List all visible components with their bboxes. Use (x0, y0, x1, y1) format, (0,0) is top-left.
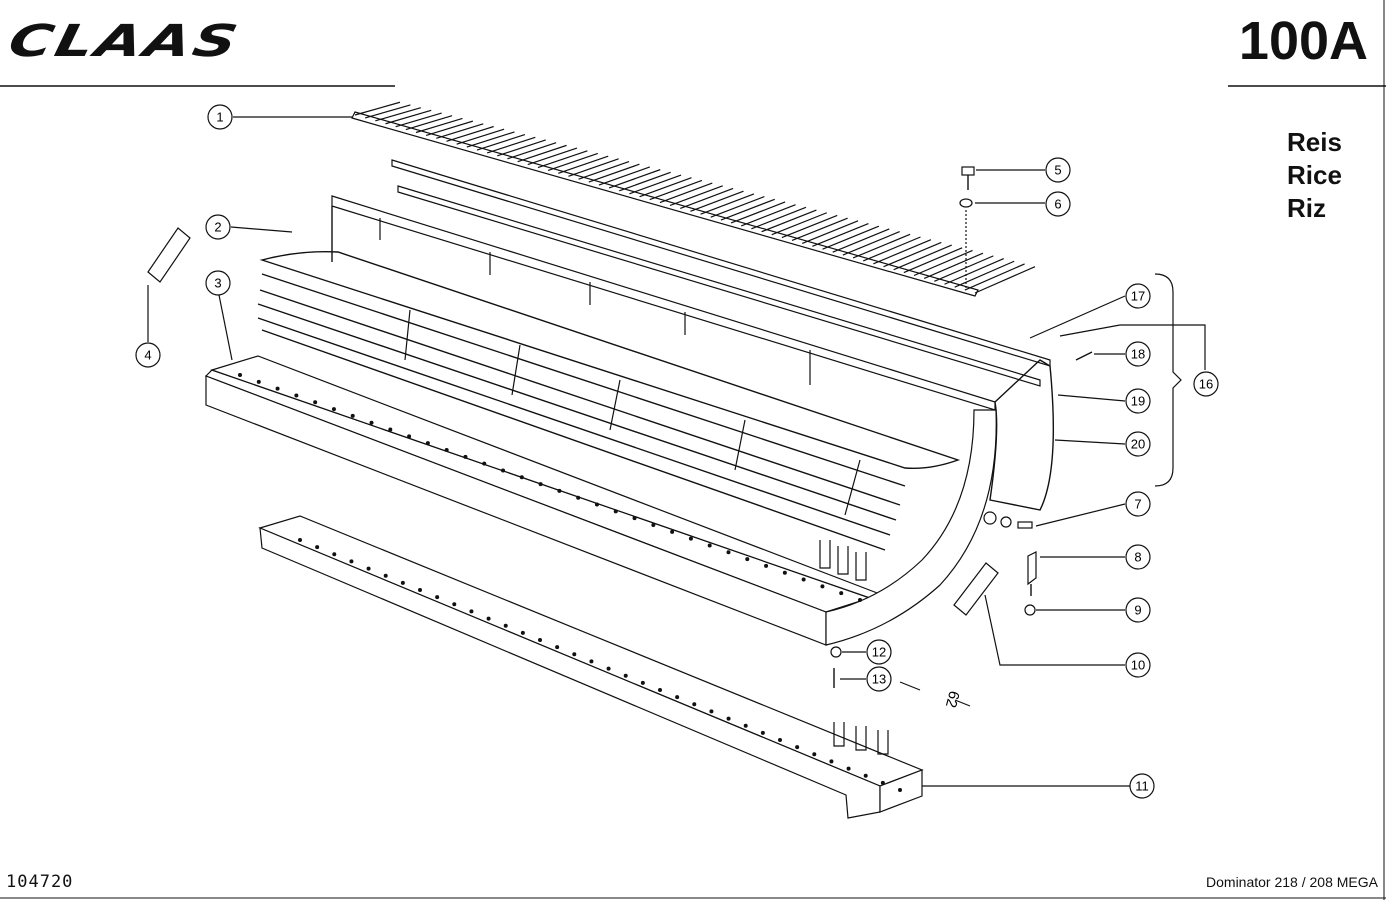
svg-text:17: 17 (1131, 289, 1145, 304)
callout-3: 3 (205, 270, 231, 296)
language-fr: Riz (1287, 193, 1326, 223)
callout-2: 2 (205, 214, 231, 240)
svg-text:10: 10 (1131, 658, 1145, 673)
flat-bars-part (391, 159, 1051, 387)
callout-12: 12 (866, 639, 892, 665)
svg-text:7: 7 (1134, 497, 1141, 512)
page-code: 100A (1238, 11, 1368, 71)
dimension-label: 62 (942, 689, 963, 710)
callout-13: 13 (866, 666, 892, 692)
svg-text:2: 2 (214, 220, 221, 235)
callout-18: 18 (1125, 341, 1151, 367)
language-list: Reis Rice Riz (1287, 126, 1342, 225)
hardware-parts (147, 166, 1093, 707)
lower-rail-part (258, 515, 924, 819)
callout-16: 16 (1193, 371, 1219, 397)
svg-text:11: 11 (1135, 779, 1149, 794)
callout-6: 6 (1045, 191, 1071, 217)
leader-lines (147, 116, 1206, 787)
drawing-number: 104720 (6, 872, 74, 892)
svg-text:1: 1 (216, 110, 223, 125)
callout-5: 5 (1045, 157, 1071, 183)
svg-text:8: 8 (1134, 550, 1141, 565)
svg-text:6: 6 (1054, 197, 1061, 212)
svg-text:16: 16 (1199, 377, 1213, 392)
callout-10: 10 (1125, 652, 1151, 678)
language-de: Reis (1287, 127, 1342, 157)
svg-text:9: 9 (1134, 603, 1141, 618)
svg-text:5: 5 (1054, 163, 1061, 178)
svg-text:19: 19 (1131, 394, 1145, 409)
callout-9: 9 (1125, 597, 1151, 623)
callout-20: 20 (1125, 431, 1151, 457)
svg-text:20: 20 (1131, 437, 1145, 452)
language-en: Rice (1287, 160, 1342, 190)
callout-7: 7 (1125, 491, 1151, 517)
svg-text:12: 12 (872, 645, 886, 660)
svg-text:3: 3 (214, 276, 221, 291)
callout-8: 8 (1125, 544, 1151, 570)
svg-text:13: 13 (872, 672, 886, 687)
callout-1: 1 (207, 104, 233, 130)
callout-11: 11 (1129, 773, 1155, 799)
svg-text:4: 4 (144, 348, 151, 363)
callout-17: 17 (1125, 283, 1151, 309)
model-label: Dominator 218 / 208 MEGA (1206, 874, 1378, 890)
concave-body-part (204, 195, 1055, 646)
finger-strip-part (351, 101, 1036, 297)
callout-19: 19 (1125, 388, 1151, 414)
svg-text:18: 18 (1131, 347, 1145, 362)
callout-4: 4 (135, 342, 161, 368)
brand-logo: CLAAS (4, 16, 245, 67)
